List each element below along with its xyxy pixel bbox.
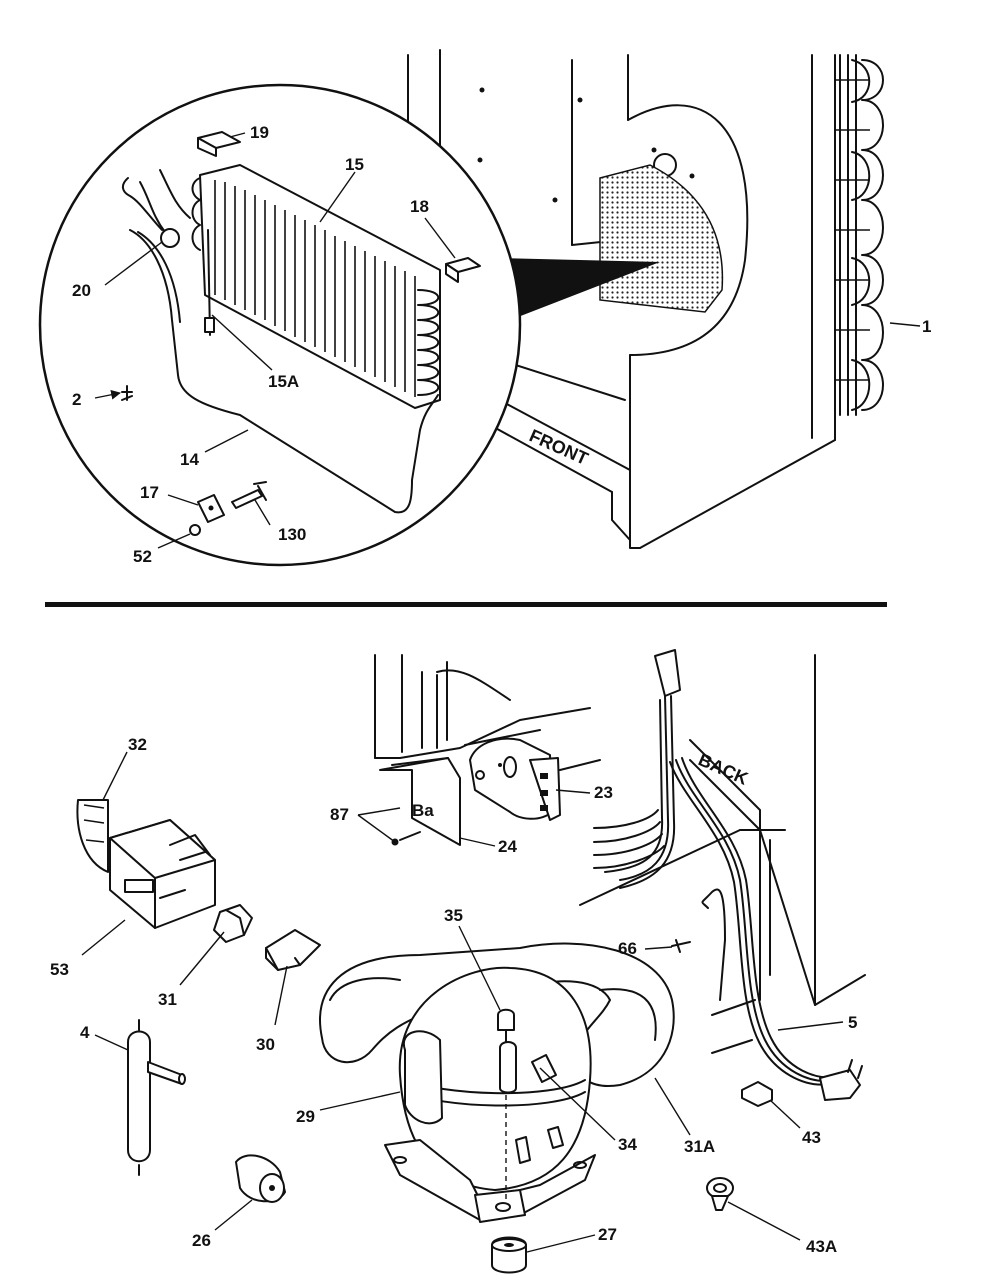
detail-pointer-beam xyxy=(498,258,660,322)
cover-30 xyxy=(265,929,321,971)
label-15a: 15A xyxy=(268,372,299,391)
label-43a: 43A xyxy=(806,1237,837,1256)
top-panel: FRONT xyxy=(38,49,931,567)
label-18: 18 xyxy=(410,197,429,216)
harness-wires xyxy=(139,169,191,233)
screw-66 xyxy=(671,939,691,953)
label-27: 27 xyxy=(598,1225,617,1244)
defrost-timer-23 xyxy=(469,737,561,821)
label-31a: 31A xyxy=(684,1137,715,1156)
heater-rod-tip xyxy=(204,317,215,333)
drier-4 xyxy=(127,1019,186,1176)
label-52: 52 xyxy=(133,547,152,566)
screw-2 xyxy=(121,385,133,401)
grommet-26 xyxy=(235,1154,286,1203)
label-1: 1 xyxy=(922,317,931,336)
label-53: 53 xyxy=(50,960,69,979)
label-66: 66 xyxy=(618,939,637,958)
wiring-harness xyxy=(593,649,863,1101)
label-35: 35 xyxy=(444,906,463,925)
label-31: 31 xyxy=(158,990,177,1009)
label-34: 34 xyxy=(618,1135,637,1154)
cabinet-back xyxy=(374,654,866,1006)
stud-35 xyxy=(497,1008,515,1031)
label-2: 2 xyxy=(72,390,81,409)
label-23: 23 xyxy=(594,783,613,802)
drain-tube xyxy=(129,229,439,514)
clamp-43a xyxy=(706,1177,734,1211)
label-24: 24 xyxy=(498,837,517,856)
label-26: 26 xyxy=(192,1231,211,1250)
label-29: 29 xyxy=(296,1107,315,1126)
bottom-panel: BACK xyxy=(50,649,866,1274)
label-4: 4 xyxy=(80,1023,90,1042)
label-5: 5 xyxy=(848,1013,857,1032)
evaporator-coil xyxy=(191,164,441,409)
cabinet-outline xyxy=(407,49,836,549)
label-43: 43 xyxy=(802,1128,821,1147)
label-130: 130 xyxy=(278,525,306,544)
relay-53 xyxy=(109,819,216,929)
condenser-coil xyxy=(836,54,884,416)
label-14: 14 xyxy=(180,450,199,469)
clip-43 xyxy=(741,1081,773,1107)
back-text: BACK xyxy=(695,749,751,788)
label-20: 20 xyxy=(72,281,91,300)
washer-52 xyxy=(189,524,201,536)
label-30: 30 xyxy=(256,1035,275,1054)
sleeve-34 xyxy=(499,1041,517,1094)
evaporator-compartment-mesh xyxy=(599,164,724,313)
label-19: 19 xyxy=(250,123,269,142)
section-divider xyxy=(45,602,887,607)
bottom-leaders xyxy=(81,751,844,1253)
label-87: 87 xyxy=(330,805,349,824)
defrost-thermostat xyxy=(160,228,180,248)
label-17: 17 xyxy=(140,483,159,502)
compressor-29 xyxy=(384,966,596,1223)
top-leaders xyxy=(94,132,921,549)
grommet-27 xyxy=(491,1236,527,1274)
relay-cover-32 xyxy=(76,799,109,873)
label-15: 15 xyxy=(345,155,364,174)
svg-text:Ba: Ba xyxy=(412,801,434,820)
screw-130 xyxy=(231,489,263,509)
label-32: 32 xyxy=(128,735,147,754)
